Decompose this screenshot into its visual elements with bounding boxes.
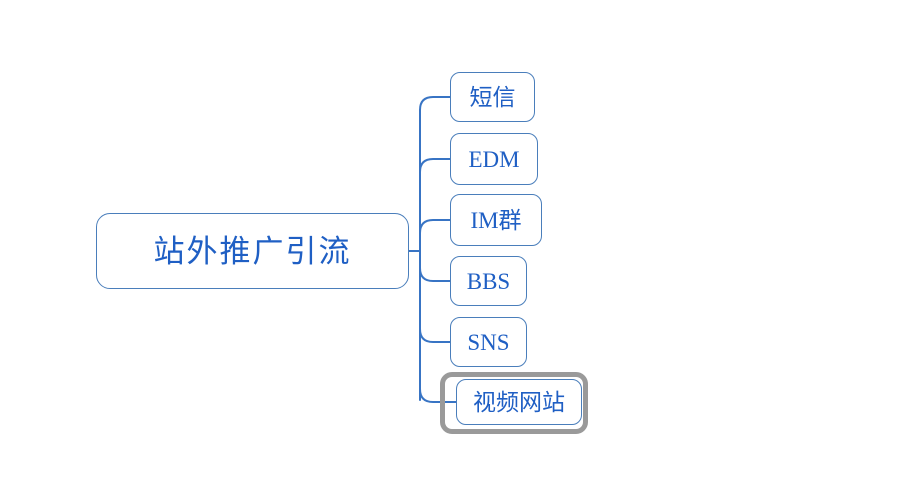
branch-node-label: BBS bbox=[466, 268, 511, 294]
branch-node-label: 短信 bbox=[469, 84, 516, 110]
connector-branch-3 bbox=[419, 267, 451, 282]
root-node-label: 站外推广引流 bbox=[153, 233, 352, 269]
branch-node-label: IM群 bbox=[470, 207, 522, 233]
branch-node-sns[interactable]: SNS bbox=[450, 317, 527, 367]
branch-node-bbs[interactable]: BBS bbox=[450, 256, 527, 306]
branch-node-label: EDM bbox=[468, 146, 520, 172]
branch-node-edm[interactable]: EDM bbox=[450, 133, 538, 185]
connector-branch-0 bbox=[419, 96, 451, 111]
branch-node-video-sites[interactable]: 视频网站 bbox=[456, 379, 582, 425]
branch-node-sms[interactable]: 短信 bbox=[450, 72, 535, 122]
root-node[interactable]: 站外推广引流 bbox=[96, 213, 409, 289]
connector-branch-4 bbox=[419, 328, 451, 343]
branch-node-label: 视频网站 bbox=[473, 389, 565, 415]
selection-highlight-frame bbox=[440, 372, 588, 434]
connector-branch-1 bbox=[419, 158, 451, 173]
branch-node-im-group[interactable]: IM群 bbox=[450, 194, 542, 246]
connector-branch-2 bbox=[419, 219, 451, 234]
branch-node-label: SNS bbox=[467, 329, 510, 355]
